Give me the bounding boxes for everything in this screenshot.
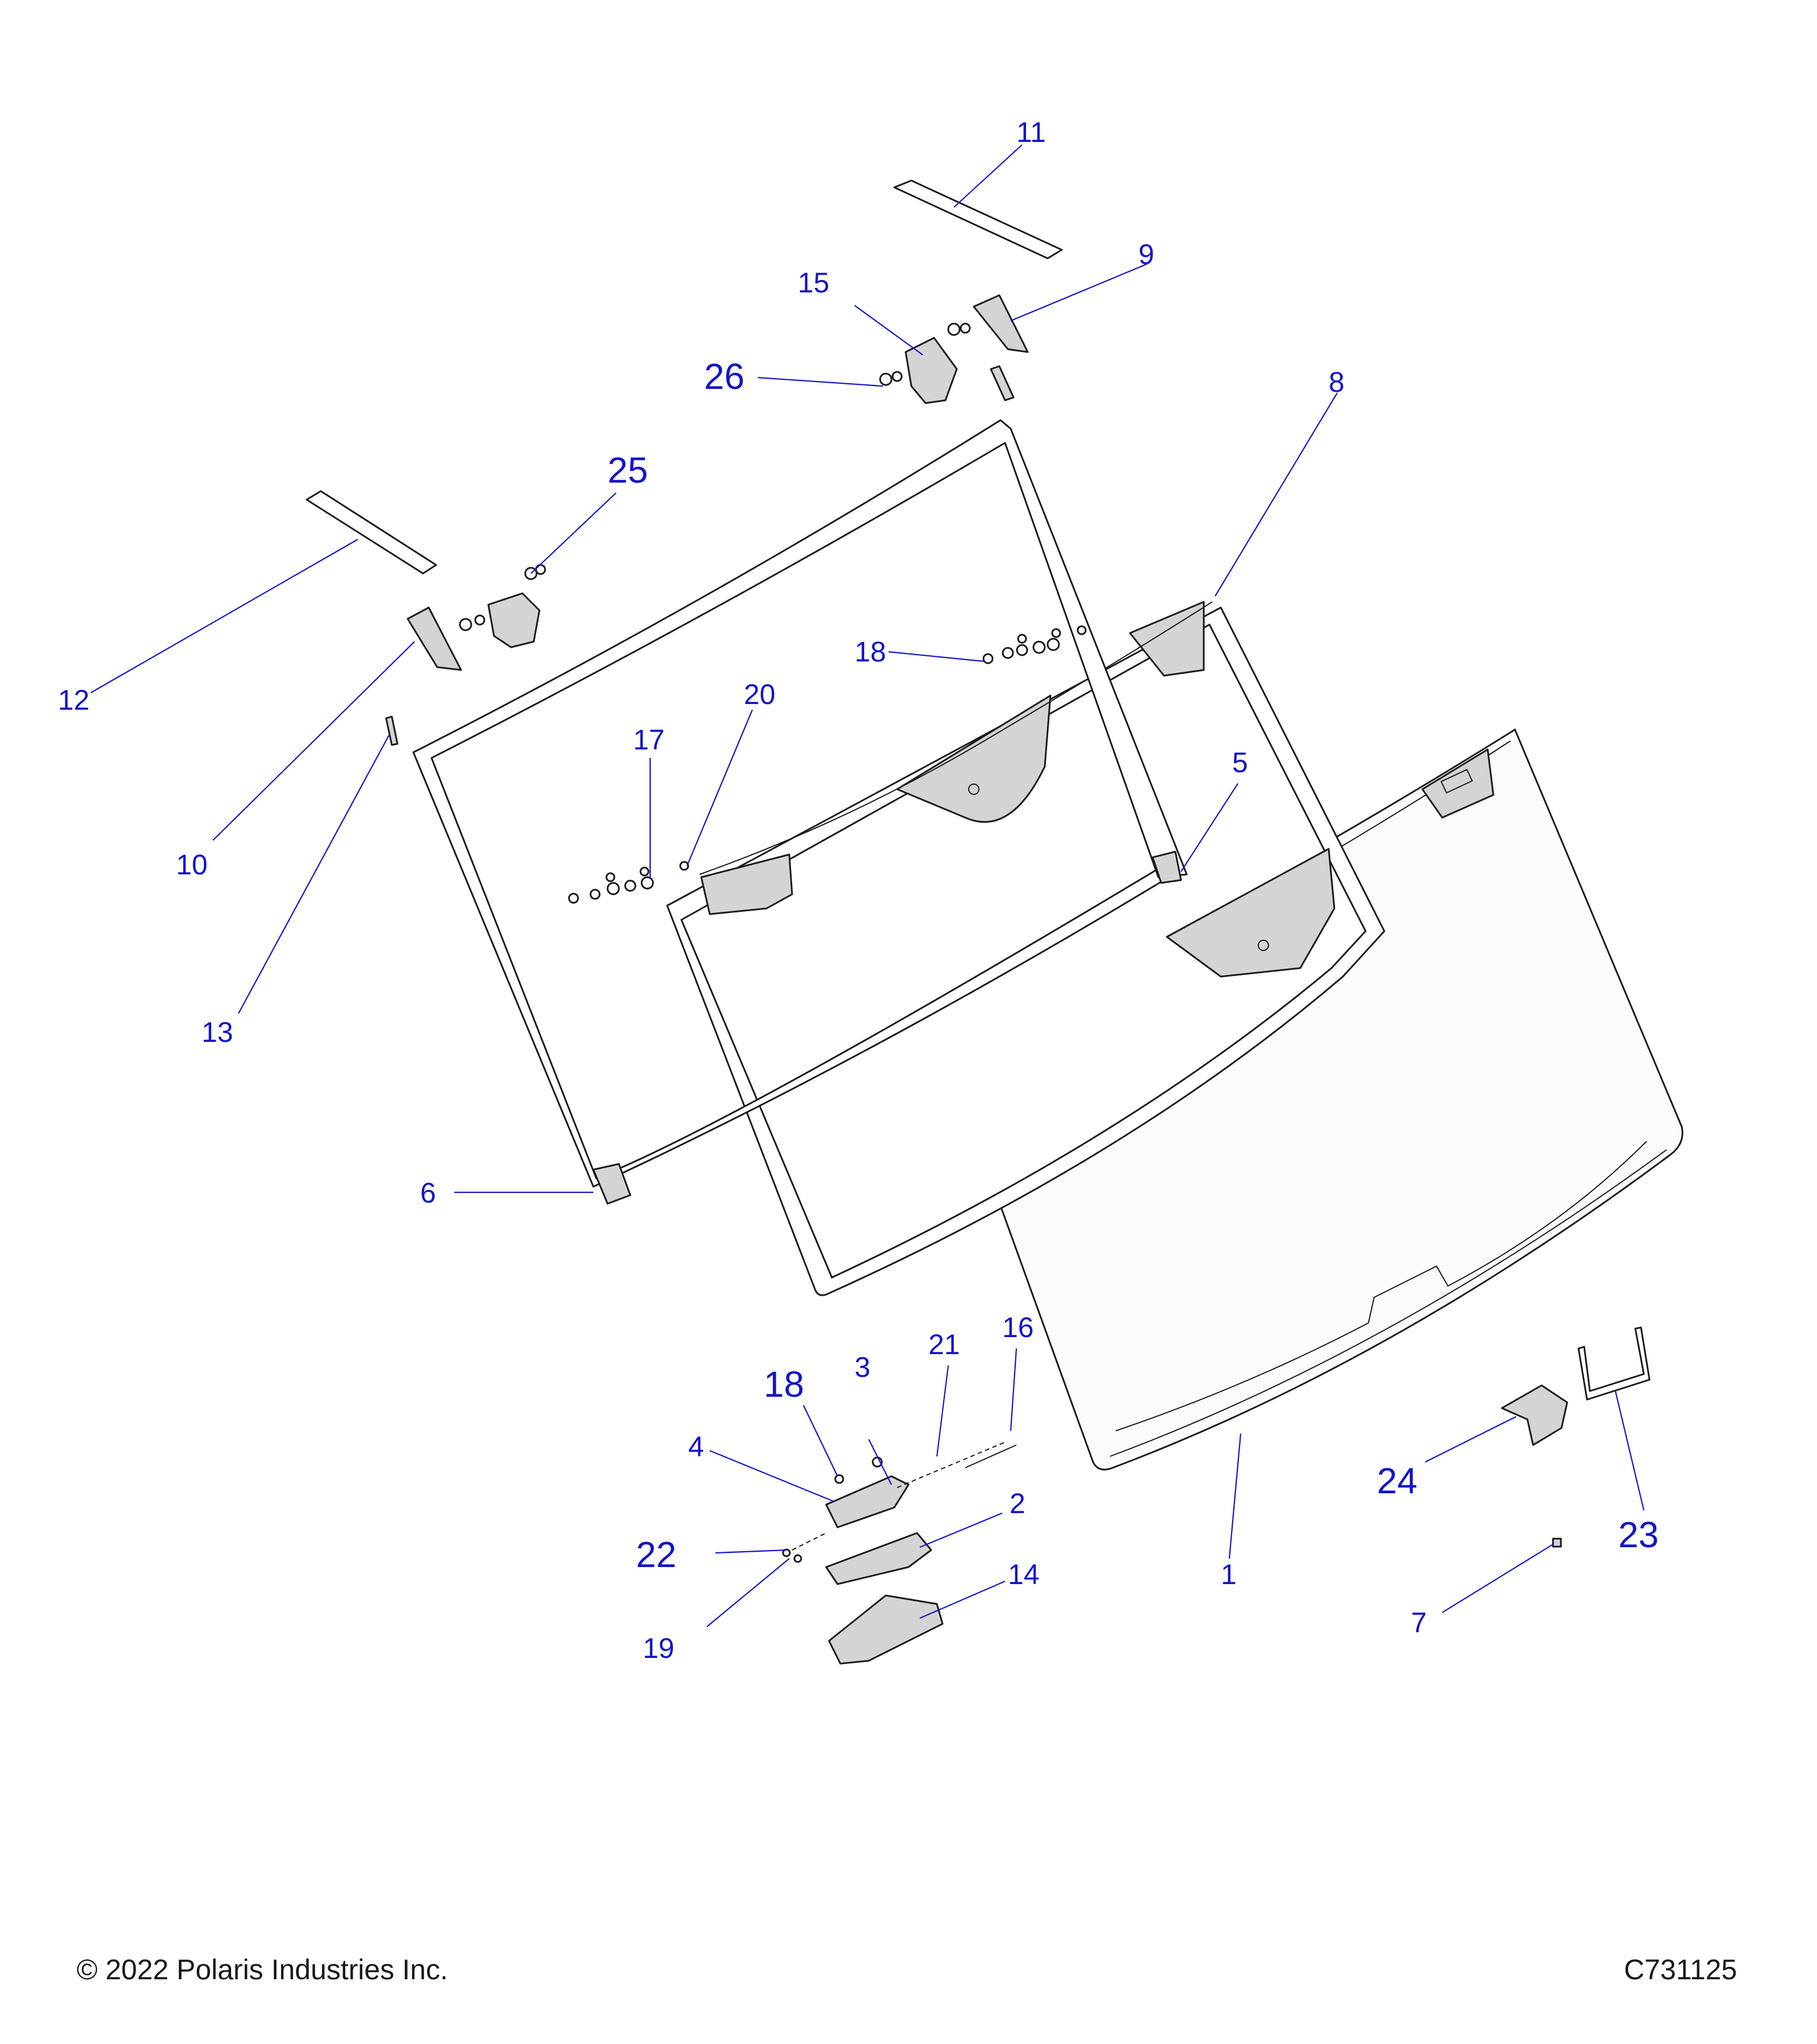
callout-12: 12 — [58, 684, 90, 716]
callout-4: 4 — [688, 1431, 704, 1463]
callout-24: 24 — [1377, 1460, 1417, 1501]
callout-8: 8 — [1329, 366, 1345, 398]
hinge-25 — [459, 564, 546, 648]
strip-11 — [893, 179, 1063, 259]
callout-19: 19 — [643, 1632, 675, 1664]
nut-7 — [1552, 1538, 1562, 1548]
callout-2: 2 — [1010, 1488, 1025, 1519]
callout-18-lower: 18 — [764, 1364, 804, 1405]
pad-9 — [973, 294, 1029, 401]
callout-20: 20 — [744, 678, 776, 710]
callout-26: 26 — [704, 356, 744, 397]
callout-23: 23 — [1618, 1514, 1659, 1555]
cover-24 — [1501, 1384, 1568, 1446]
callout-9: 9 — [1138, 238, 1154, 270]
callout-6: 6 — [420, 1177, 436, 1209]
fasteners-row — [568, 625, 1087, 904]
callout-18-upper: 18 — [855, 636, 886, 668]
callout-10: 10 — [176, 849, 208, 881]
callout-21: 21 — [928, 1329, 960, 1360]
leader-lines — [90, 144, 1645, 1627]
callout-22: 22 — [636, 1534, 676, 1575]
callout-25: 25 — [608, 450, 648, 491]
callouts: 1 2 3 4 5 6 7 8 9 10 11 12 13 14 15 16 1… — [58, 116, 1659, 1664]
figure-code: C731125 — [1624, 1954, 1738, 1986]
outer-frame — [412, 419, 1188, 1205]
callout-14: 14 — [1008, 1559, 1040, 1590]
callout-15: 15 — [798, 267, 830, 299]
callout-3: 3 — [855, 1351, 870, 1383]
callout-16: 16 — [1002, 1312, 1034, 1343]
strip-12 — [305, 490, 437, 575]
hinge-15 — [879, 322, 971, 404]
copyright-text: © 2022 Polaris Industries Inc. — [77, 1954, 448, 1986]
callout-11: 11 — [1016, 116, 1046, 148]
callout-17: 17 — [633, 724, 665, 756]
callout-1: 1 — [1221, 1559, 1237, 1590]
bracket-23 — [1577, 1326, 1651, 1401]
pad-10 — [385, 606, 462, 746]
callout-5: 5 — [1232, 747, 1248, 778]
latch-parts — [782, 1442, 1017, 1665]
callout-13: 13 — [202, 1016, 233, 1048]
callout-7: 7 — [1411, 1607, 1427, 1639]
